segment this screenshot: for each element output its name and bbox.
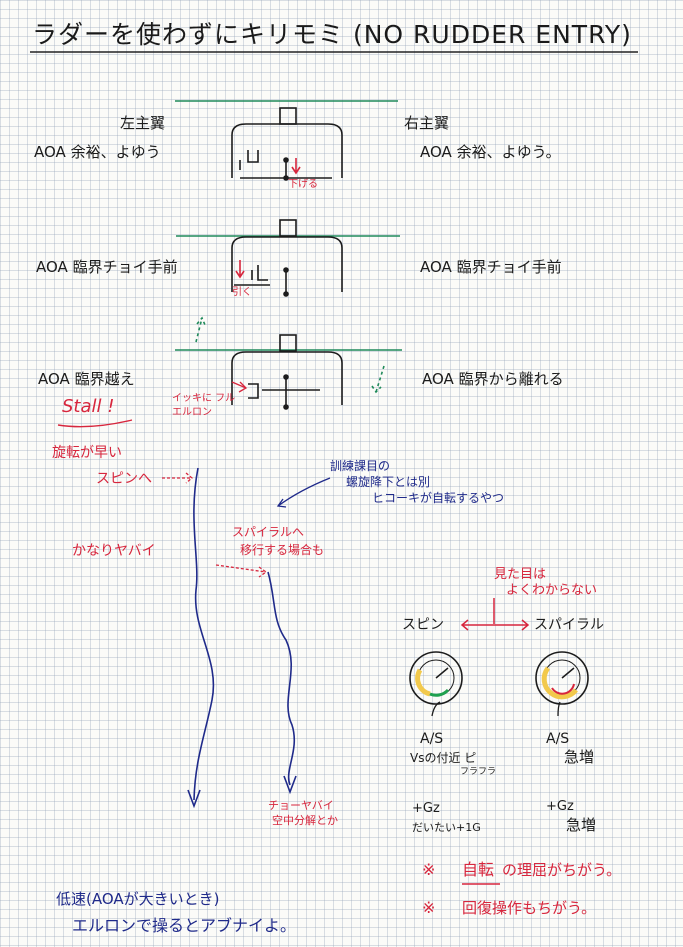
spiral-gauge — [535, 651, 589, 717]
row1-left-label: AOA 余裕、よゆう — [34, 143, 161, 161]
row3-right-label: AOA 臨界から離れる — [422, 370, 564, 388]
stall-underline — [57, 419, 133, 428]
page-title: ラダーを使わずにキリモミ (NO RUDDER ENTRY) — [32, 20, 632, 49]
spin-gauge — [409, 651, 463, 717]
training-note-line2: 螺旋降下とは別 — [346, 475, 431, 489]
airplane-diagram-2 — [176, 219, 400, 297]
spin-airspeed-label: A/S — [420, 731, 444, 747]
spiral-pointer-arrow — [215, 564, 268, 578]
training-note-line1: 訓練課目の — [330, 459, 391, 473]
breakup-note-line1: チョーヤバイ — [268, 799, 334, 812]
bottom-blue-line1: 低速(AOAが大きいとき) — [56, 890, 220, 908]
spin-airspeed-desc: Vsの付近 ピ — [410, 751, 477, 765]
to-spin-note: スピンへ — [96, 471, 152, 487]
breakup-note-line2: 空中分解とか — [272, 814, 338, 827]
training-note-line3: ヒコーキが自転するやつ — [372, 491, 505, 505]
looks-note-line2: よくわからない — [506, 583, 598, 598]
spin-label: スピン — [402, 617, 444, 633]
row2-annotation: 引く — [232, 287, 252, 298]
spiral-label: スパイラル — [534, 617, 604, 633]
bottom-red-line1: の理屈がちがう。 — [502, 861, 622, 879]
airplane-diagram-3 — [175, 316, 402, 410]
row3-annotation: イッキに フルエルロン — [172, 393, 236, 418]
row2-left-label: AOA 臨界チョイ手前 — [36, 258, 178, 276]
spiral-airspeed-label: A/S — [546, 731, 570, 747]
row1-annotation: 下げる — [288, 179, 318, 190]
bottom-red-mark-1: ※ — [422, 860, 436, 879]
spin-g-label: +Gz — [412, 801, 440, 816]
looks-note-line1: 見た目は — [494, 567, 547, 582]
bottom-blue-line2: エルロンで操るとアブナイよ。 — [72, 916, 297, 935]
bottom-red-key: 自転 — [462, 860, 495, 879]
spin-fast-note: 旋転が早い — [52, 445, 122, 461]
spiral-note-line2: 移行する場合も — [240, 543, 325, 557]
very-dangerous-note: かなりヤバイ — [72, 543, 156, 559]
row1-right-label: AOA 余裕、よゆう。 — [420, 143, 561, 161]
bottom-red-mark-2: ※ — [422, 898, 436, 917]
spiral-trajectory — [267, 571, 296, 786]
spin-airspeed-sub: フラフラ — [460, 767, 497, 777]
spin-pointer-arrow — [162, 472, 194, 484]
stall-label: Stall ! — [62, 396, 115, 417]
right-wing-header: 右主翼 — [404, 114, 450, 132]
spin-trajectory-arrowhead — [187, 789, 201, 809]
aileron-arrow — [231, 381, 248, 393]
compare-arrow — [460, 598, 530, 631]
spiral-note-line1: スパイラルへ — [232, 525, 305, 539]
left-wing-header: 左主翼 — [120, 114, 166, 132]
spiral-trajectory-arrowhead — [283, 775, 297, 795]
spiral-g-label: +Gz — [546, 799, 574, 814]
spiral-airspeed-desc: 急増 — [564, 748, 595, 766]
row2-right-label: AOA 臨界チョイ手前 — [420, 258, 562, 276]
spin-g-desc: だいたい+1G — [412, 821, 481, 834]
spiral-g-desc: 急増 — [566, 816, 597, 834]
bottom-red-line2: 回復操作もちがう。 — [462, 899, 597, 917]
row3-left-label: AOA 臨界越え — [38, 370, 135, 388]
airplane-diagram-1 — [175, 100, 398, 181]
training-pointer-arrow — [276, 477, 331, 508]
spin-trajectory — [193, 467, 215, 801]
